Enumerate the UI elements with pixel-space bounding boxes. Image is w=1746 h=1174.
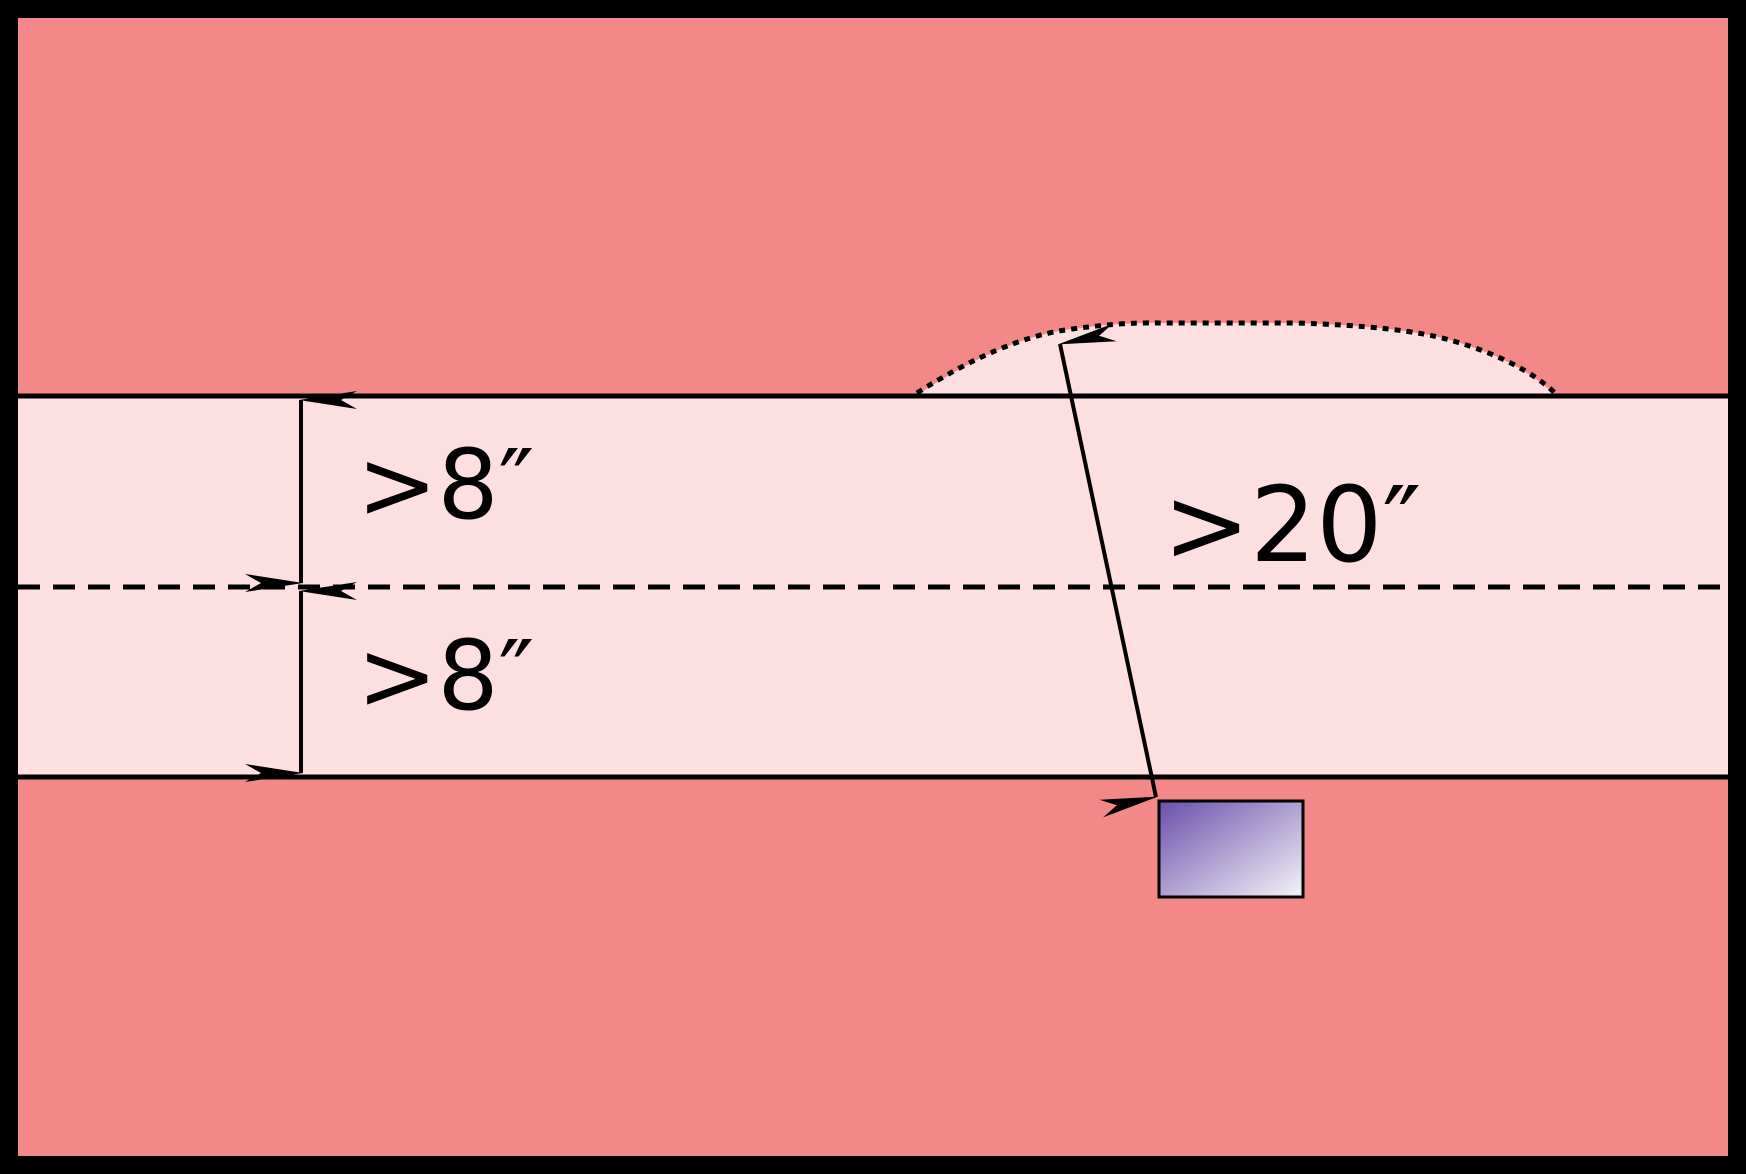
top-outer-zone <box>18 18 1728 396</box>
upper-gap-label: >8″ <box>357 429 534 541</box>
object-box <box>1157 799 1305 899</box>
clearance-arc-dotted <box>915 320 1557 396</box>
diagonal-gap-label: >20″ <box>1163 464 1421 586</box>
bottom-outer-zone <box>18 777 1728 1156</box>
lower-gap-label: >8″ <box>357 620 534 732</box>
diagonal-gap-arrow <box>1058 323 1158 818</box>
